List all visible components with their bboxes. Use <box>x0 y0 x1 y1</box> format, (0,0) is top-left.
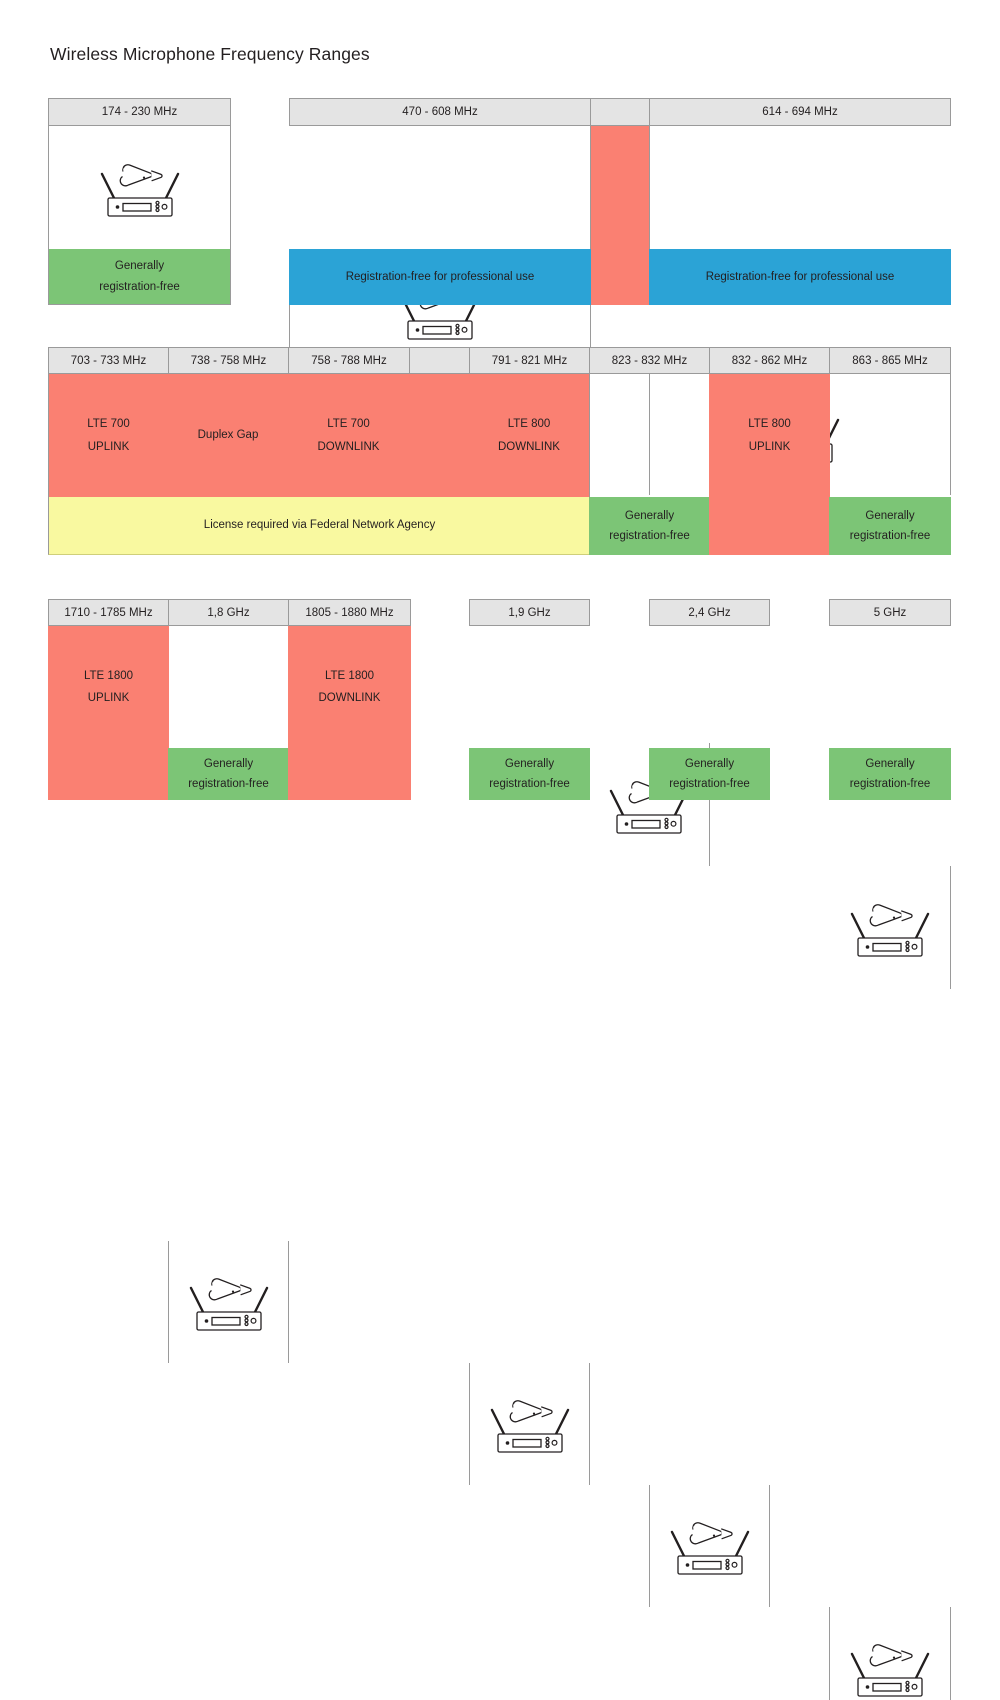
band-header-2-4-ghz: 2,4 GHz <box>649 599 770 626</box>
band-label-line-2: UPLINK <box>87 440 130 453</box>
band-label-line-2: UPLINK <box>87 692 130 704</box>
band-header-863-865: 863 - 865 MHz <box>829 347 951 374</box>
status-line-2: registration-free <box>188 778 269 790</box>
band-header-gap-608-614 <box>590 98 650 126</box>
band-icon-cell-2-4-ghz <box>649 1485 770 1607</box>
status-generally-free-823-832: Generally registration-free <box>589 497 710 555</box>
status-generally-free-174-230: Generally registration-free <box>48 249 231 305</box>
status-generally-free-1-9-ghz: Generally registration-free <box>469 748 590 800</box>
page-title: Wireless Microphone Frequency Ranges <box>50 44 370 64</box>
status-line-1: Generally <box>624 509 675 522</box>
band-block-lte800-downlink: LTE 800 DOWNLINK <box>469 374 590 497</box>
status-line-2: registration-free <box>849 778 931 790</box>
band-header-5-ghz: 5 GHz <box>829 599 951 626</box>
band-icon-cell-5-ghz <box>829 1607 951 1700</box>
band-header-gap-788-791 <box>409 347 470 374</box>
status-line-1: Generally <box>684 757 735 770</box>
band-icon-cell-1-8-ghz <box>168 1241 289 1363</box>
status-block-1710-1785 <box>48 748 169 800</box>
status-line-2: registration-free <box>99 280 180 293</box>
band-icon-cell-863-865 <box>829 866 951 989</box>
band-label-line-1: LTE 1800 <box>83 669 133 682</box>
status-line-2: registration-free <box>609 530 690 542</box>
band-block-lte1800-downlink: LTE 1800 DOWNLINK <box>288 626 411 748</box>
band-icon-cell-174-230 <box>48 126 231 249</box>
status-line-1: Registration-free for professional use <box>345 270 535 283</box>
band-header-1805-1880: 1805 - 1880 MHz <box>288 599 411 626</box>
wireless-microphone-receiver-icon <box>670 1522 749 1575</box>
band-header-1-8-ghz: 1,8 GHz <box>168 599 289 626</box>
wireless-microphone-receiver-icon <box>850 903 929 957</box>
diagram-canvas: Wireless Microphone Frequency Ranges 174… <box>48 44 951 1700</box>
status-block-832-862 <box>709 497 830 555</box>
band-block-duplex-gap: Duplex Gap <box>168 374 289 497</box>
band-label-line-2: DOWNLINK <box>317 440 380 453</box>
status-line-1: License required via Federal Network Age… <box>203 519 436 532</box>
status-line-1: Generally <box>504 757 555 770</box>
status-license-required: License required via Federal Network Age… <box>48 497 590 555</box>
band-header-832-862: 832 - 862 MHz <box>709 347 830 374</box>
status-generally-free-5-ghz: Generally registration-free <box>829 748 951 800</box>
status-line-2: registration-free <box>849 530 931 542</box>
band-header-703-733: 703 - 733 MHz <box>48 347 169 374</box>
status-block-1805-1880 <box>288 748 411 800</box>
band-label-line-1: LTE 700 <box>327 418 370 431</box>
status-line-1: Registration-free for professional use <box>705 270 895 283</box>
band-block-lte800-uplink: LTE 800 UPLINK <box>709 374 830 497</box>
status-line-1: Generally <box>114 260 165 273</box>
band-header-758-788: 758 - 788 MHz <box>288 347 410 374</box>
band-header-1-9-ghz: 1,9 GHz <box>469 599 590 626</box>
wireless-microphone-receiver-icon <box>490 1400 569 1453</box>
band-label-line-2: UPLINK <box>748 440 791 453</box>
band-label-line-1: LTE 800 <box>507 418 551 431</box>
band-header-1710-1785: 1710 - 1785 MHz <box>48 599 169 626</box>
band-block-gap-608-614 <box>590 126 650 305</box>
status-generally-free-1-8-ghz: Generally registration-free <box>168 748 289 800</box>
band-label-line-2: DOWNLINK <box>498 440 560 453</box>
status-line-2: registration-free <box>669 778 750 790</box>
band-block-lte1800-uplink: LTE 1800 UPLINK <box>48 626 169 748</box>
band-block-lte700-uplink: LTE 700 UPLINK <box>48 374 169 497</box>
band-header-823-832: 823 - 832 MHz <box>589 347 710 374</box>
status-line-2: registration-free <box>489 778 570 790</box>
status-line-1: Generally <box>865 757 915 770</box>
wireless-microphone-receiver-icon <box>609 780 689 834</box>
status-line-1: Generally <box>865 509 915 522</box>
band-header-174-230: 174 - 230 MHz <box>48 98 231 126</box>
status-generally-free-863-865: Generally registration-free <box>829 497 951 555</box>
band-header-738-758: 738 - 758 MHz <box>168 347 289 374</box>
wireless-microphone-receiver-icon <box>189 1278 268 1331</box>
band-header-791-821: 791 - 821 MHz <box>469 347 590 374</box>
band-label-line-2: DOWNLINK <box>318 692 381 704</box>
wireless-microphone-receiver-icon <box>850 1644 930 1697</box>
status-professional-614-694: Registration-free for professional use <box>649 249 951 305</box>
band-icon-cell-1-9-ghz <box>469 1363 590 1485</box>
wireless-microphone-receiver-icon <box>100 163 179 217</box>
status-generally-free-2-4-ghz: Generally registration-free <box>649 748 770 800</box>
band-label-line-1: LTE 1800 <box>324 669 374 682</box>
band-header-470-608: 470 - 608 MHz <box>289 98 591 126</box>
band-header-614-694: 614 - 694 MHz <box>649 98 951 126</box>
band-label-line-1: LTE 700 <box>87 418 130 431</box>
status-professional-470-608: Registration-free for professional use <box>289 249 591 305</box>
band-block-gap-788-791 <box>409 374 470 497</box>
band-label-line-1: LTE 800 <box>748 418 791 431</box>
band-label-line-1: Duplex Gap <box>197 429 259 442</box>
status-line-1: Generally <box>203 757 254 770</box>
band-block-lte700-downlink: LTE 700 DOWNLINK <box>288 374 410 497</box>
